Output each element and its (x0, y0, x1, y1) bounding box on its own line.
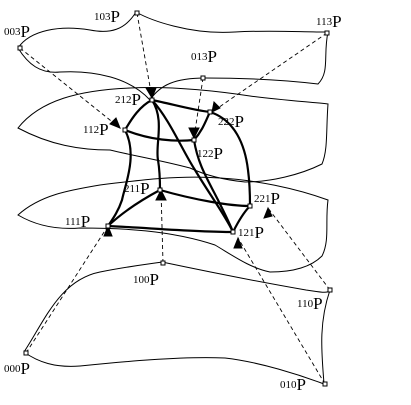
curve-212-121 (150, 98, 235, 234)
node-103 (134, 10, 140, 16)
bottom-sheet-outline (23, 261, 331, 385)
curve-211-221 (158, 188, 252, 208)
label-100: 100P (133, 270, 159, 289)
guide-010-121 (237, 237, 326, 385)
label-110: 110P (297, 294, 323, 313)
curve-112-111 (106, 128, 132, 228)
guide-100-211 (160, 189, 164, 264)
node-111 (105, 223, 111, 229)
curve-112-122 (123, 128, 196, 142)
guide-103-212 (136, 12, 153, 99)
node-113 (324, 30, 330, 36)
arrow-into-221 (263, 206, 273, 219)
node-221 (247, 203, 253, 209)
arrow-into-111 (103, 224, 113, 237)
arrow-into-121 (233, 236, 243, 249)
node-010 (322, 381, 328, 387)
upper-middle-sheet-outline (17, 86, 329, 183)
curve-222-221 (208, 110, 252, 208)
top-sheet-outline (17, 11, 329, 101)
label-112: 112P (83, 120, 109, 139)
label-212: 212P (115, 90, 141, 109)
curve-122-222 (192, 110, 212, 142)
label-121: 121P (238, 223, 264, 242)
node-100 (160, 260, 166, 266)
guide-110-221 (267, 207, 331, 291)
node-122 (191, 137, 197, 143)
label-003: 003P (4, 22, 30, 41)
label-103: 103P (94, 7, 120, 26)
arrow-into-212 (145, 87, 157, 100)
label-000: 000P (4, 359, 30, 378)
arrow-into-122 (188, 127, 200, 140)
curve-112-212 (123, 98, 154, 132)
node-211 (157, 187, 163, 193)
label-113: 113P (316, 12, 342, 31)
guide-003-112 (19, 47, 121, 129)
curve-212-211 (150, 98, 162, 192)
arrow-into-211 (155, 188, 167, 201)
node-000 (23, 350, 29, 356)
node-112 (122, 127, 128, 133)
node-013 (200, 75, 206, 81)
label-010: 010P (280, 375, 306, 394)
node-110 (327, 287, 333, 293)
label-222: 222P (218, 112, 244, 131)
curve-212-222 (150, 98, 212, 114)
label-013: 013P (191, 47, 217, 66)
node-003 (17, 45, 23, 51)
guide-113-222 (211, 32, 328, 113)
label-111: 111P (65, 212, 90, 231)
arrow-into-222 (211, 100, 221, 113)
curve-111-211 (106, 188, 162, 228)
label-211: 211P (124, 179, 150, 198)
node-121 (230, 229, 236, 235)
label-122: 122P (197, 144, 223, 163)
arrow-into-112 (109, 117, 121, 129)
label-221: 221P (254, 189, 280, 208)
node-222 (207, 109, 213, 115)
curve-111-121 (106, 224, 235, 234)
node-212 (149, 97, 155, 103)
